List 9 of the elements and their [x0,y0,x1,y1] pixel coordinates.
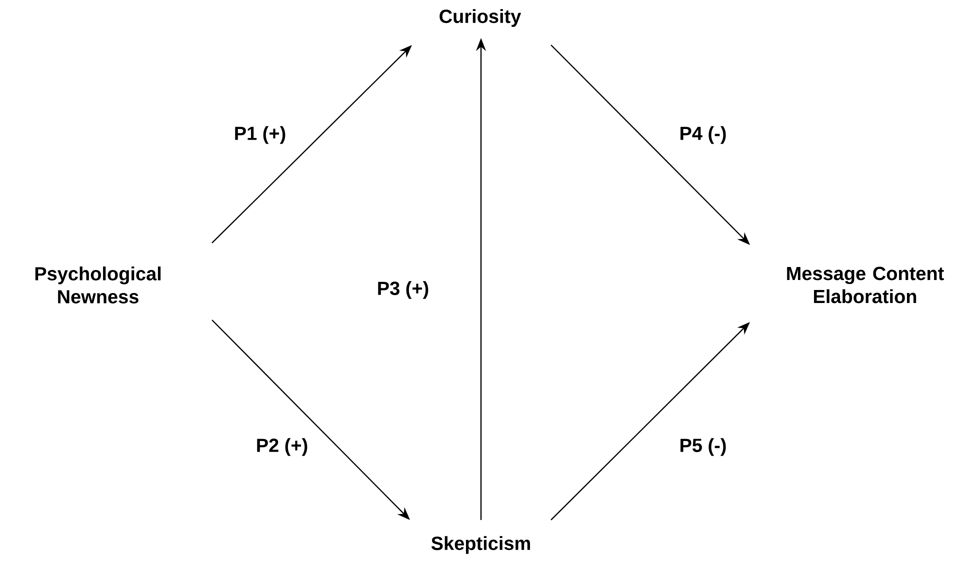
concept-label: Psychological Newness [35,266,161,304]
edge-label: P2 (+) [254,437,310,457]
edge-label: P3 (+) [376,280,430,300]
concept-label: Message Content Elaboration [787,266,944,304]
concept-label: Skepticism [431,536,530,554]
edge-label: P4 (-) [678,125,728,145]
concept-label: Curiosity [440,9,522,27]
edge-label: P1 (+) [232,125,288,145]
edge-label: P5 (-) [678,437,728,457]
